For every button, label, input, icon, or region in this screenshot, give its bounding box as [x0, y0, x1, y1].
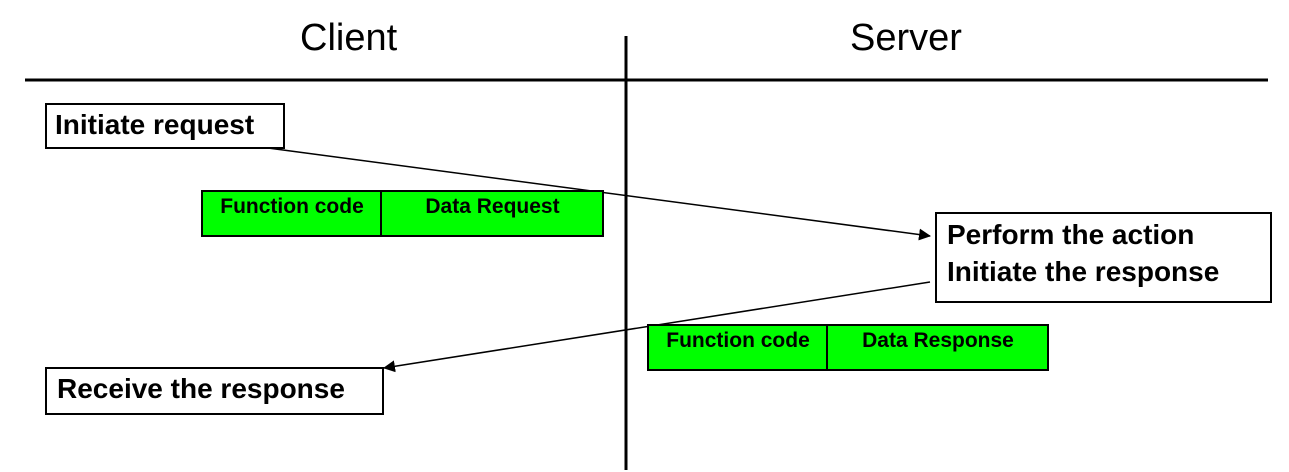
initiate-request-label: Initiate request [55, 109, 255, 140]
request-function-code: Function code [220, 195, 364, 218]
client-header: Client [300, 17, 398, 59]
response-frame: Function code Data Response [647, 324, 1049, 371]
response-frame-divider [826, 326, 828, 369]
response-data: Data Response [862, 329, 1014, 352]
initiate-request-box: Initiate request [45, 103, 285, 149]
server-action-box: Perform the action Initiate the response [935, 212, 1272, 303]
perform-action-label: Perform the action [947, 219, 1195, 250]
receive-response-box: Receive the response [45, 367, 384, 415]
receive-response-label: Receive the response [57, 373, 345, 404]
initiate-response-label: Initiate the response [947, 256, 1220, 287]
server-header: Server [850, 17, 962, 59]
response-function-code: Function code [666, 329, 810, 352]
request-data: Data Request [425, 195, 560, 218]
request-frame-divider [380, 192, 382, 235]
request-frame: Function code Data Request [201, 190, 604, 237]
